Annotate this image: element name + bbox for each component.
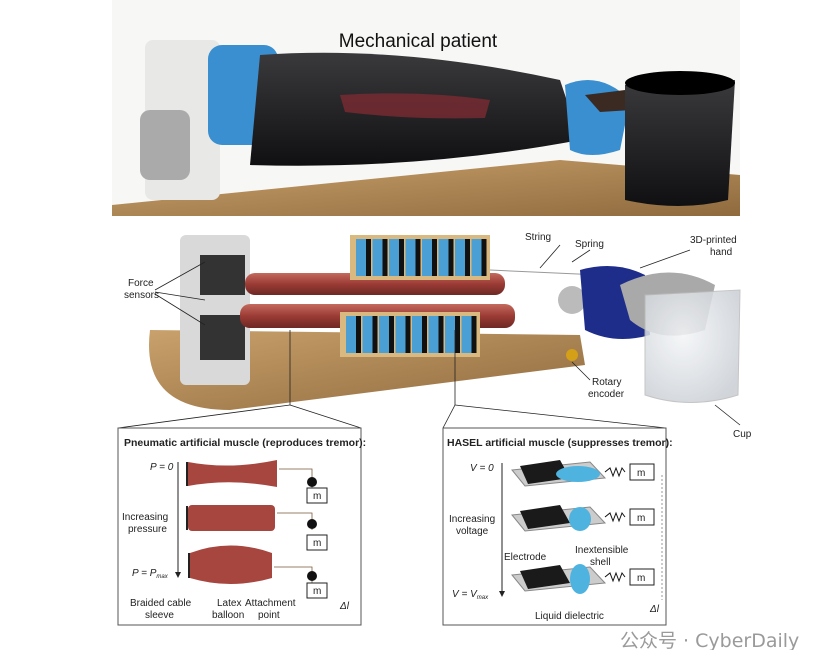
hasel-pouch — [395, 316, 406, 353]
hasel-pouch — [461, 316, 472, 353]
hasel-electrode — [481, 239, 487, 276]
label-spring: Spring — [575, 239, 604, 250]
hasel-electrode — [448, 239, 454, 276]
mass-box — [629, 508, 655, 526]
liquid-pouch — [569, 507, 591, 531]
label-pressure: pressure — [128, 524, 167, 535]
electrode-icon — [520, 505, 570, 529]
label-balloon: balloon — [212, 610, 244, 621]
electrode-icon — [520, 565, 570, 589]
hasel-electrode — [422, 316, 427, 353]
mass-label: m — [637, 573, 645, 584]
hasel-pouch — [438, 239, 449, 276]
hasel-pouch — [405, 239, 416, 276]
label-hand: 3D-printed — [690, 235, 737, 246]
mass-label: m — [313, 538, 321, 549]
label-liquid-dielectric: Liquid dielectric — [535, 611, 604, 622]
label-rotary-encoder: Rotary — [592, 377, 621, 388]
pneumatic-heading: Pneumatic artificial muscle (reproduces … — [124, 437, 366, 449]
hasel-pouch — [445, 316, 455, 353]
spring-icon — [604, 511, 626, 523]
cup-black — [625, 80, 735, 206]
hasel-electrode — [356, 316, 361, 353]
mass-box — [629, 463, 655, 481]
label-p-max: P = Pmax — [132, 568, 169, 580]
figure-title: Mechanical patient — [339, 31, 498, 52]
hasel-pouch — [346, 316, 356, 353]
hasel-stack-upper — [350, 235, 490, 280]
hasel-electrode — [399, 239, 404, 276]
mass-label: m — [313, 491, 321, 502]
mass-label: m — [313, 586, 321, 597]
hasel-pouch — [356, 239, 366, 276]
label-electrode: Electrode — [504, 552, 547, 563]
hasel-electrode — [382, 239, 388, 276]
mass-label: m — [637, 468, 645, 479]
hasel-heading: HASEL artificial muscle (suppresses trem… — [447, 437, 673, 449]
hasel-pouch — [389, 239, 399, 276]
label-force-sensors: Force — [128, 278, 154, 289]
hasel-pouch — [372, 239, 383, 276]
device-render: Force sensors String Spring 3D-printed h… — [117, 232, 752, 440]
hasel-electrode — [465, 239, 470, 276]
hasel-electrode — [389, 316, 394, 353]
label-v-max: V = Vmax — [452, 589, 489, 601]
label-cup: Cup — [733, 429, 752, 440]
hasel-electrode — [415, 239, 421, 276]
hasel-pouch — [471, 239, 482, 276]
watermark: 公众号 · CyberDaily — [620, 630, 799, 650]
hasel-pouch — [412, 316, 422, 353]
electrode-icon — [520, 460, 570, 484]
hasel-pouch — [362, 316, 373, 353]
pneumatic-panel: Pneumatic artificial muscle (reproduces … — [117, 427, 366, 626]
hasel-electrode — [471, 316, 477, 353]
hasel-electrode — [432, 239, 437, 276]
hasel-electrode — [372, 316, 378, 353]
label-sleeve: sleeve — [145, 610, 174, 621]
label-p-zero: P = 0 — [150, 462, 174, 473]
spring-icon — [604, 571, 626, 583]
label-point: point — [258, 610, 280, 621]
label-braided-cable: Braided cable — [130, 598, 192, 609]
cup — [644, 289, 741, 403]
mass-label: m — [637, 513, 645, 524]
hasel-pouch — [428, 316, 439, 353]
hasel-pouch — [379, 316, 389, 353]
spring-icon — [604, 466, 626, 478]
liquid-pouch — [570, 564, 590, 594]
hasel-electrode — [455, 316, 460, 353]
label-latex: Latex — [217, 598, 241, 609]
label-attachment: Attachment — [245, 598, 296, 609]
hasel-pouch — [422, 239, 432, 276]
mass-box — [629, 568, 655, 586]
label-inextensible: Inextensible — [575, 545, 629, 556]
hasel-electrode — [405, 316, 411, 353]
hasel-pouch — [455, 239, 465, 276]
label-shell: shell — [590, 557, 611, 568]
liquid-pouch — [556, 466, 600, 482]
hasel-electrode — [438, 316, 444, 353]
label-force-sensors-2: sensors — [124, 290, 159, 301]
label-hand-2: hand — [710, 247, 732, 258]
label-rotary-encoder-2: encoder — [588, 389, 625, 400]
hasel-panel: HASEL artificial muscle (suppresses trem… — [442, 427, 673, 626]
hasel-stack-lower — [340, 312, 480, 357]
hasel-electrode — [366, 239, 371, 276]
label-voltage: voltage — [456, 526, 489, 537]
label-increasing: Increasing — [449, 514, 495, 525]
label-delta-l: Δl — [339, 601, 350, 612]
label-string: String — [525, 232, 551, 243]
mechanical-patient-photo: Mechanical patient — [112, 0, 740, 216]
label-increasing: Increasing — [122, 512, 168, 523]
label-delta-l: Δl — [649, 604, 660, 615]
label-v-zero: V = 0 — [470, 463, 494, 474]
